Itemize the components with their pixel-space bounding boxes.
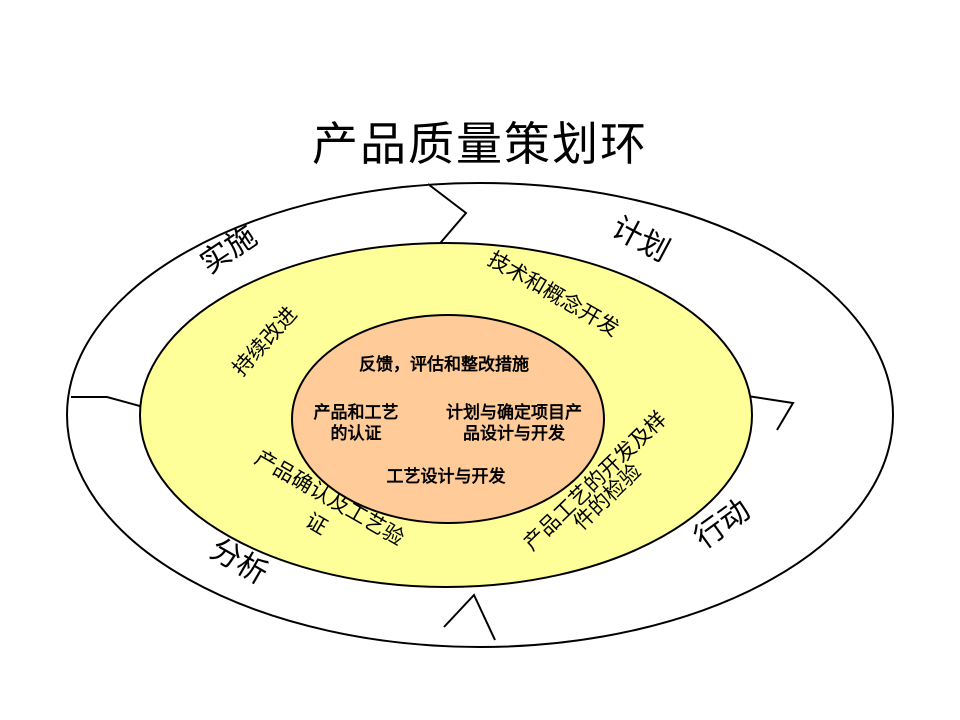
- separator-bottom: [443, 593, 496, 641]
- separator-left: [71, 396, 148, 409]
- separator-right: [740, 394, 795, 431]
- certification-line2: 的认证: [331, 423, 382, 444]
- planning-line1: 计划与确定项目产: [446, 402, 582, 423]
- planning-line2: 品设计与开发: [463, 423, 566, 444]
- page-title: 产品质量策划环: [312, 117, 648, 171]
- certification-line1: 产品和工艺: [314, 402, 399, 423]
- feedback-label: 反馈，评估和整改措施: [359, 354, 529, 375]
- center-ellipse: [291, 314, 605, 524]
- process-design-label: 工艺设计与开发: [387, 466, 507, 487]
- segment-separators: [71, 183, 795, 641]
- separator-top: [427, 183, 468, 249]
